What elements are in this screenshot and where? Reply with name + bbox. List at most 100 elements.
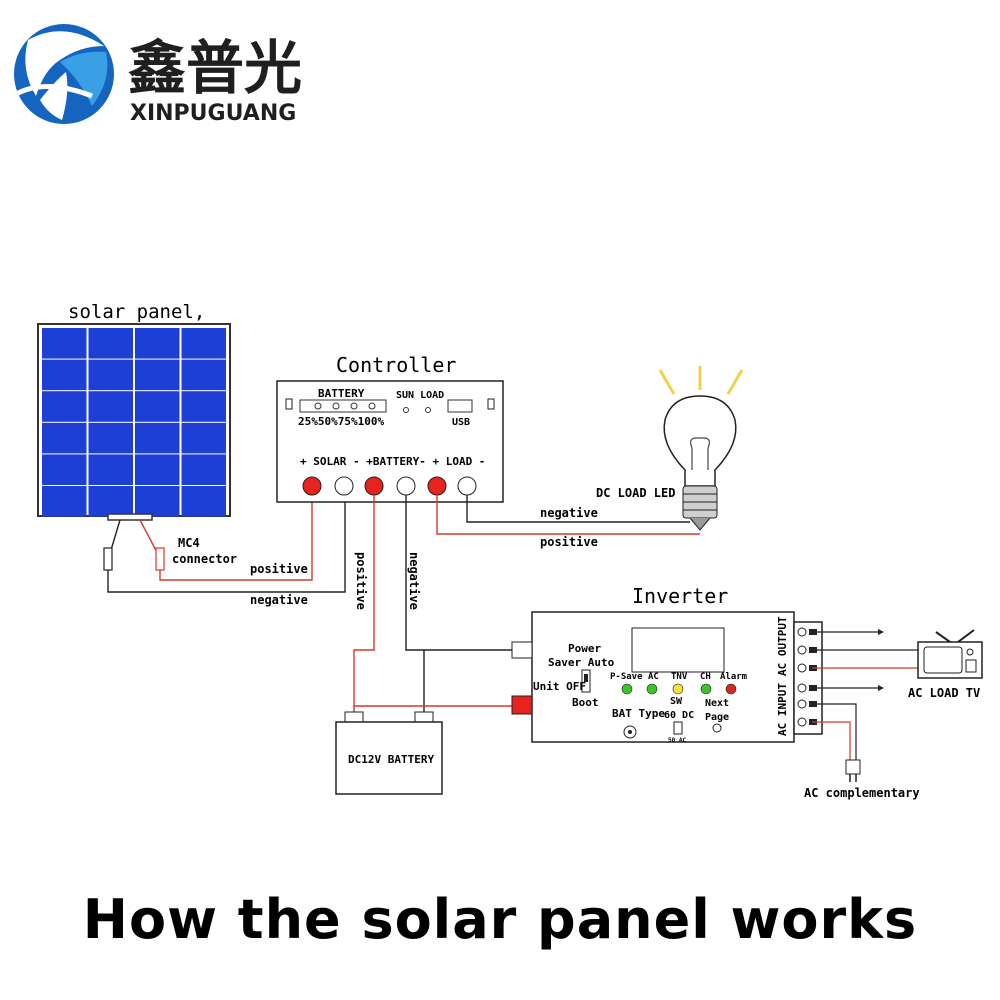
inverter-display <box>631 627 725 673</box>
wire-label-positive-battery: positive <box>354 552 368 610</box>
solar-cell <box>42 391 87 422</box>
solar-cell <box>88 454 133 485</box>
wire-label-positive-load: positive <box>540 535 598 549</box>
inverter-small-switch-label: 50 AC <box>668 737 686 744</box>
wire-label-negative-solar: negative <box>250 593 308 607</box>
inverter-ac-input-label: AC INPUT <box>776 683 789 736</box>
hz-dc-switch[interactable] <box>673 721 683 735</box>
solar-panel: solar panel, <box>37 301 231 521</box>
battery-level-leds <box>299 399 387 413</box>
dc-load-led: DC LOAD LED <box>596 366 744 531</box>
solar-cell <box>88 422 133 454</box>
controller-terminals-label: + SOLAR - +BATTERY- + LOAD - <box>300 455 485 468</box>
brand-logo: 鑫普光 XINPUGUANG <box>8 24 302 126</box>
led-alarm <box>725 683 737 695</box>
inverter-dc-terminal[interactable] <box>511 695 533 715</box>
solar-cell <box>135 359 180 391</box>
plug-icon <box>845 759 861 782</box>
load-negative-terminal[interactable] <box>457 476 477 496</box>
usb-label: USB <box>452 417 470 428</box>
globe-logo-icon <box>8 24 114 124</box>
terminal-screw <box>797 645 807 655</box>
inverter-alarm-label: Alarm <box>720 672 748 682</box>
inverter-psave-label: P-Save <box>610 672 643 682</box>
led-tnv <box>672 683 684 695</box>
ac-load-tv: AC LOAD TV <box>908 629 983 700</box>
inverter-title: Inverter <box>632 584 728 608</box>
solar-cell <box>88 359 133 391</box>
brand-name-cn: 鑫普光 <box>128 34 302 102</box>
battery-label: DC12V BATTERY <box>348 753 434 766</box>
inverter-page-label: Page <box>705 712 729 723</box>
solar-cell <box>88 328 133 359</box>
wire-label-negative-load: negative <box>540 506 598 520</box>
solar-cell <box>88 486 133 517</box>
solar-panel-icon <box>37 323 231 521</box>
controller-levels-label: 25%50%75%100% <box>298 415 384 428</box>
diagram-caption: How the solar panel works <box>82 888 918 951</box>
controller-terminals <box>302 476 477 496</box>
dc12v-battery: DC12V BATTERY <box>335 711 443 795</box>
solar-cell <box>42 422 87 454</box>
terminal-screw <box>797 717 807 727</box>
solar-cell <box>135 328 180 359</box>
wire-label-positive-solar: positive <box>250 562 308 576</box>
solar-cell <box>42 328 87 359</box>
solar-cell <box>181 422 226 454</box>
led-ac <box>646 683 658 695</box>
solar-cell <box>135 422 180 454</box>
controller: Controller BATTERY SUN LOAD 25%50%75%100… <box>276 353 504 503</box>
ac-complementary-label: AC complementary <box>804 786 920 800</box>
terminal-screw <box>797 683 807 693</box>
battery-icon <box>335 711 443 795</box>
load-led <box>425 407 431 413</box>
inverter-ac-label: AC <box>648 672 659 682</box>
controller-sun-load-label: SUN LOAD <box>396 390 444 401</box>
ac-output-wires <box>812 629 918 760</box>
solar-cell <box>181 359 226 391</box>
inverter-terminal-block <box>793 621 823 735</box>
led-psave <box>621 683 633 695</box>
tv-label: AC LOAD TV <box>908 686 980 700</box>
solar-cell <box>42 359 87 391</box>
lightbulb-icon <box>658 366 744 531</box>
controller-title: Controller <box>336 353 456 377</box>
solar-cell <box>42 486 87 517</box>
battery-positive-terminal[interactable] <box>364 476 384 496</box>
tv-icon <box>917 629 983 679</box>
inverter: Inverter Power Saver Auto Unit OFF Boot … <box>511 584 823 744</box>
inverter-input-plug[interactable] <box>511 641 533 659</box>
inverter-boot-label: Boot <box>572 696 599 709</box>
solar-cell <box>135 486 180 517</box>
solar-cell <box>135 391 180 422</box>
sun-led <box>403 407 409 413</box>
mc4-connector: MC4 connector positive negative <box>103 500 346 607</box>
solar-cell <box>88 391 133 422</box>
inverter-power-label: Power <box>568 642 601 655</box>
solar-positive-terminal[interactable] <box>302 476 322 496</box>
next-page-button[interactable] <box>712 723 722 733</box>
solar-cell <box>135 454 180 485</box>
battery-negative-terminal[interactable] <box>396 476 416 496</box>
inverter-saver-label: Saver Auto <box>548 656 615 669</box>
inverter-ac-output-label: AC OUTPUT <box>776 616 789 676</box>
led-ch <box>700 683 712 695</box>
solar-cell <box>181 328 226 359</box>
inverter-hz-label: 60 DC <box>664 710 694 721</box>
controller-battery-label: BATTERY <box>318 387 365 400</box>
solar-panel-label: solar panel, <box>68 301 205 323</box>
terminal-screw <box>797 699 807 709</box>
solar-negative-terminal[interactable] <box>334 476 354 496</box>
inverter-next-label: Next <box>705 698 729 709</box>
solar-cell <box>181 454 226 485</box>
usb-port[interactable] <box>447 399 473 413</box>
inverter-tnv-label: TNV <box>671 672 688 682</box>
ac-complementary: AC complementary <box>804 759 920 800</box>
inverter-sw-label: SW <box>670 696 683 707</box>
solar-cell <box>42 454 87 485</box>
dc-load-led-label: DC LOAD LED <box>596 486 675 500</box>
load-positive-terminal[interactable] <box>427 476 447 496</box>
solar-cell <box>181 391 226 422</box>
mc4-label-2: connector <box>172 552 237 566</box>
